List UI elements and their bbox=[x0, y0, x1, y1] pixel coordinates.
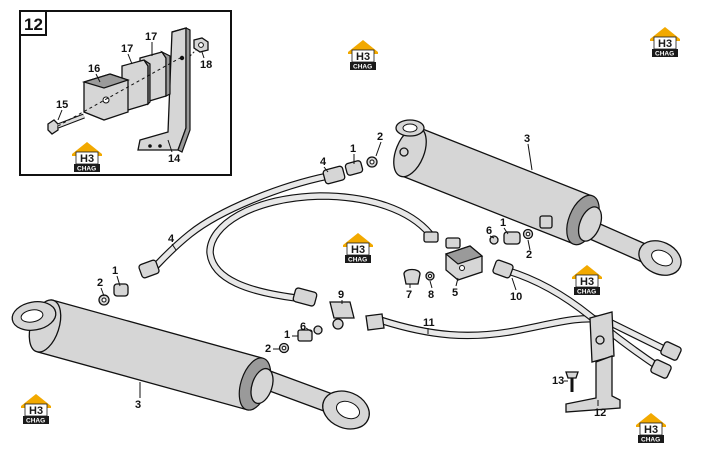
svg-text:CHAG: CHAG bbox=[77, 166, 96, 173]
watermark-logo: H3 CHAG bbox=[636, 413, 666, 444]
svg-text:CHAG: CHAG bbox=[353, 64, 372, 71]
label-1-left: 1 bbox=[112, 265, 118, 277]
label-6-right: 6 bbox=[486, 225, 492, 237]
label-4-top: 4 bbox=[320, 156, 327, 168]
watermark-logo: H3 CHAG bbox=[343, 233, 373, 264]
label-4-left: 4 bbox=[168, 233, 175, 245]
watermark-logo: H3 CHAG bbox=[650, 27, 680, 58]
callout-labels: 3 2 1 4 4 1 2 6 1 2 7 8 5 10 9 11 6 1 bbox=[97, 131, 606, 419]
label-1-top: 1 bbox=[350, 143, 356, 155]
label-3-lower: 3 bbox=[135, 399, 141, 411]
svg-text:CHAG: CHAG bbox=[577, 289, 596, 296]
svg-text:H3: H3 bbox=[356, 51, 370, 63]
hose-bracket bbox=[565, 355, 621, 413]
label-3-upper: 3 bbox=[524, 133, 530, 145]
label-2-lower: 2 bbox=[265, 343, 271, 355]
svg-text:CHAG: CHAG bbox=[641, 437, 660, 444]
label-11: 11 bbox=[423, 317, 435, 329]
svg-text:H3: H3 bbox=[658, 38, 672, 50]
label-14: 14 bbox=[168, 153, 181, 165]
label-1-lower: 1 bbox=[284, 329, 290, 341]
svg-text:CHAG: CHAG bbox=[655, 51, 674, 58]
svg-text:H3: H3 bbox=[29, 405, 43, 417]
label-16: 16 bbox=[88, 63, 100, 75]
label-6-lower: 6 bbox=[300, 321, 306, 333]
label-9: 9 bbox=[338, 289, 344, 301]
label-7: 7 bbox=[406, 289, 412, 301]
svg-text:H3: H3 bbox=[644, 424, 658, 436]
watermark-logo: H3 CHAG bbox=[72, 142, 102, 173]
watermark-logo: H3 CHAG bbox=[21, 394, 51, 425]
svg-text:H3: H3 bbox=[351, 244, 365, 256]
label-12: 12 bbox=[594, 407, 606, 419]
label-8: 8 bbox=[428, 289, 434, 301]
svg-text:CHAG: CHAG bbox=[348, 257, 367, 264]
label-17-front: 17 bbox=[121, 43, 133, 55]
bolt bbox=[47, 113, 85, 135]
hydraulic-cylinder-lower bbox=[11, 299, 370, 430]
nut bbox=[193, 37, 209, 53]
label-15: 15 bbox=[56, 99, 68, 111]
inset-detail-box: 12 16 17 17 bbox=[19, 10, 232, 176]
svg-text:CHAG: CHAG bbox=[26, 418, 45, 425]
svg-text:H3: H3 bbox=[80, 153, 94, 165]
label-1-right: 1 bbox=[500, 217, 506, 229]
fittings bbox=[98, 156, 682, 413]
watermark-logo: H3 CHAG bbox=[572, 265, 602, 296]
label-13: 13 bbox=[552, 375, 564, 387]
label-2-right: 2 bbox=[526, 249, 532, 261]
inset-number: 12 bbox=[24, 15, 43, 34]
label-18: 18 bbox=[200, 59, 212, 71]
label-10: 10 bbox=[510, 291, 522, 303]
label-2-left: 2 bbox=[97, 277, 103, 289]
watermark-logo: H3 CHAG bbox=[348, 40, 378, 71]
svg-text:H3: H3 bbox=[580, 276, 594, 288]
label-2-top: 2 bbox=[377, 131, 383, 143]
label-17-rear: 17 bbox=[145, 31, 157, 43]
hoses bbox=[148, 172, 674, 372]
label-5: 5 bbox=[452, 287, 458, 299]
hydraulic-cylinder-upper bbox=[393, 119, 682, 276]
